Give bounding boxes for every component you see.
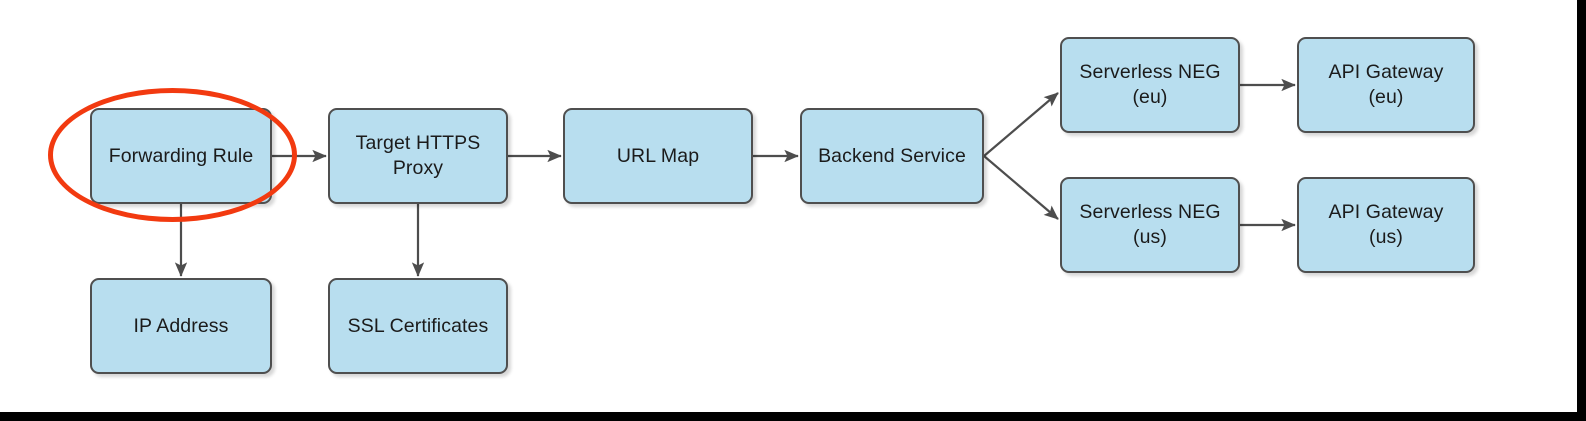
- node-backend-service[interactable]: Backend Service: [800, 108, 984, 204]
- node-label-ssl-certificates: SSL Certificates: [347, 314, 489, 337]
- node-api-gateway-eu[interactable]: API Gateway (eu): [1297, 37, 1475, 133]
- node-label-ip-address: IP Address: [133, 314, 229, 337]
- node-api-gateway-us[interactable]: API Gateway (us): [1297, 177, 1475, 273]
- node-label-url-map: URL Map: [616, 144, 700, 167]
- node-target-https-proxy[interactable]: Target HTTPS Proxy: [328, 108, 508, 204]
- node-url-map[interactable]: URL Map: [563, 108, 753, 204]
- node-serverless-neg-eu[interactable]: Serverless NEG (eu): [1060, 37, 1240, 133]
- frame-border-right: [1577, 0, 1586, 421]
- frame-border-bottom: [0, 412, 1586, 421]
- node-label-api-gateway-us: API Gateway (us): [1328, 201, 1444, 248]
- node-label-api-gateway-eu: API Gateway (eu): [1328, 61, 1444, 108]
- node-ip-address[interactable]: IP Address: [90, 278, 272, 374]
- node-label-target-https-proxy: Target HTTPS Proxy: [355, 132, 481, 179]
- node-serverless-neg-us[interactable]: Serverless NEG (us): [1060, 177, 1240, 273]
- node-forwarding-rule[interactable]: Forwarding Rule: [90, 108, 272, 204]
- node-label-serverless-neg-us: Serverless NEG (us): [1079, 201, 1221, 248]
- edge-backend-service-to-serverless-neg-us: [983, 155, 1059, 220]
- node-label-backend-service: Backend Service: [818, 144, 966, 167]
- node-label-serverless-neg-eu: Serverless NEG (eu): [1079, 61, 1221, 108]
- node-label-forwarding-rule: Forwarding Rule: [108, 144, 254, 167]
- edge-backend-service-to-serverless-neg-eu: [983, 92, 1059, 157]
- node-ssl-certificates[interactable]: SSL Certificates: [328, 278, 508, 374]
